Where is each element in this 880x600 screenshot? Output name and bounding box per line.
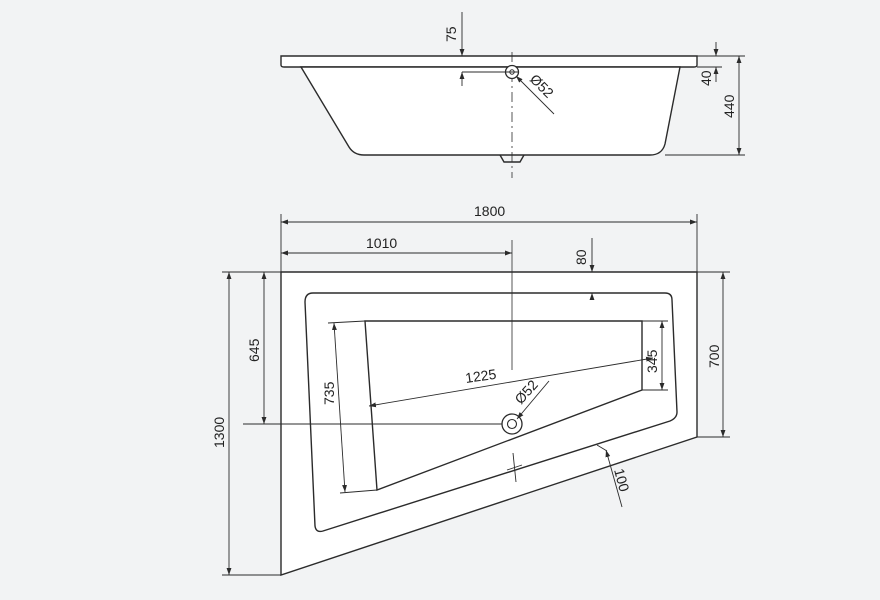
dim-rim-front: 100 <box>596 444 633 508</box>
dim-rim-thickness-label: 40 <box>698 70 714 86</box>
dim-left-inner: 645 <box>246 271 281 424</box>
dim-inner-left-side: 735 <box>321 320 378 494</box>
dim-inner-right-side-label: 345 <box>644 349 660 373</box>
dim-rim-offset-label: 75 <box>443 26 459 42</box>
dim-inner-left-side-label: 735 <box>321 381 337 405</box>
dim-inner-diagonal-label: 1225 <box>464 366 497 386</box>
dim-rim-top: 80 <box>573 238 600 300</box>
dim-total-length: 1800 <box>280 203 698 272</box>
dim-right-height: 700 <box>697 271 730 438</box>
dim-right-height-label: 700 <box>706 344 722 368</box>
dim-total-width: 1300 <box>211 271 281 576</box>
dim-total-length-label: 1800 <box>474 203 505 219</box>
top-view: 1800 1010 80 645 1300 <box>211 203 730 576</box>
dim-total-height: 440 <box>721 56 742 155</box>
dim-left-inner-label: 645 <box>246 338 262 362</box>
side-view: 75 Ø52 40 440 <box>280 12 745 178</box>
dim-drain-position-label: 1010 <box>366 235 397 251</box>
side-view-rim <box>280 55 698 68</box>
dim-rim-front-label: 100 <box>611 467 633 494</box>
dim-rim-offset: 75 <box>443 12 465 86</box>
dim-rim-thickness: 40 <box>698 42 719 86</box>
side-view-basin <box>299 66 681 156</box>
dim-inner-diagonal: 1225 <box>368 356 654 408</box>
dim-rim-top-label: 80 <box>573 249 589 265</box>
dim-total-width-label: 1300 <box>211 417 227 448</box>
dim-drain-position: 1010 <box>281 235 512 256</box>
dim-total-height-label: 440 <box>721 94 737 118</box>
